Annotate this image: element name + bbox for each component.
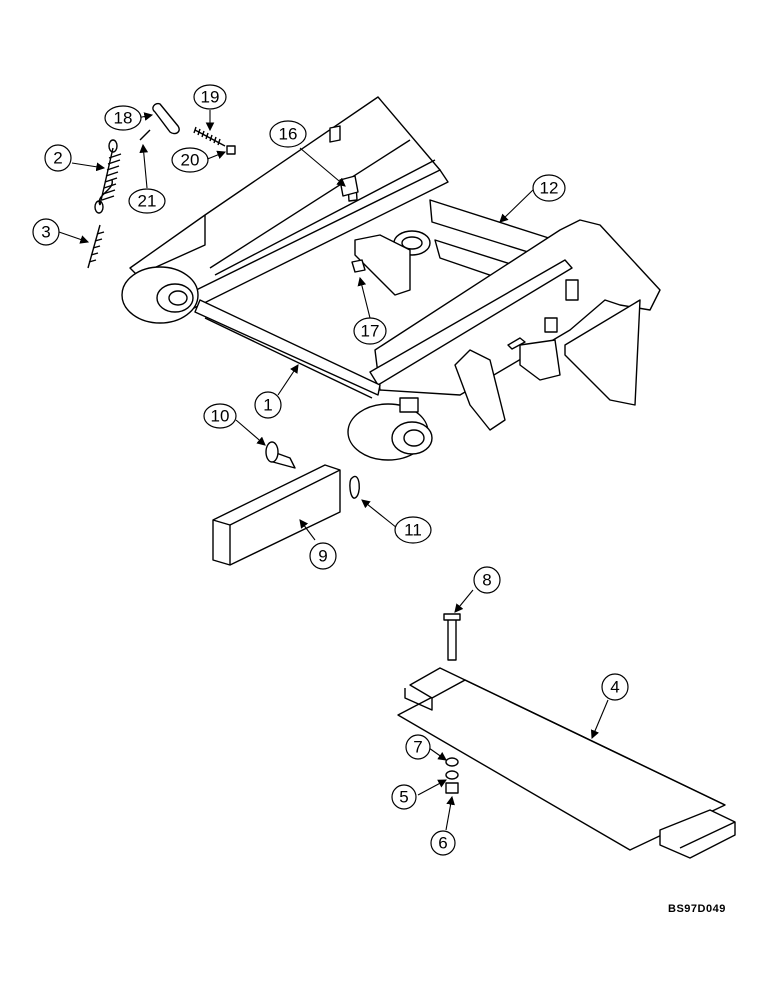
- callout-7: 7: [413, 738, 422, 757]
- leader-lines: [58, 110, 609, 831]
- callout-labels: 18 19 2 3 20 21 16 12 17 1 10 9 11 8 4 7…: [41, 88, 619, 853]
- callout-16: 16: [279, 125, 298, 144]
- callout-5: 5: [399, 788, 408, 807]
- callout-17: 17: [361, 322, 380, 341]
- callout-circles: [32, 84, 629, 856]
- callout-11: 11: [404, 521, 422, 540]
- callout-18: 18: [114, 109, 133, 128]
- callout-4: 4: [610, 678, 619, 697]
- main-frame-assembly: [121, 96, 661, 461]
- callout-21: 21: [138, 192, 157, 211]
- callout-12: 12: [540, 179, 559, 198]
- callout-9: 9: [318, 547, 327, 566]
- loose-parts: [87, 102, 366, 566]
- callout-1: 1: [263, 396, 272, 415]
- callout-20: 20: [181, 151, 200, 170]
- callout-3: 3: [41, 223, 50, 242]
- callout-8: 8: [482, 571, 491, 590]
- callout-19: 19: [201, 88, 220, 107]
- lower-plate-assembly: [397, 613, 736, 859]
- callout-2: 2: [53, 149, 62, 168]
- callout-10: 10: [211, 407, 230, 426]
- callout-6: 6: [438, 834, 447, 853]
- figure-reference-code: BS97D049: [668, 903, 726, 915]
